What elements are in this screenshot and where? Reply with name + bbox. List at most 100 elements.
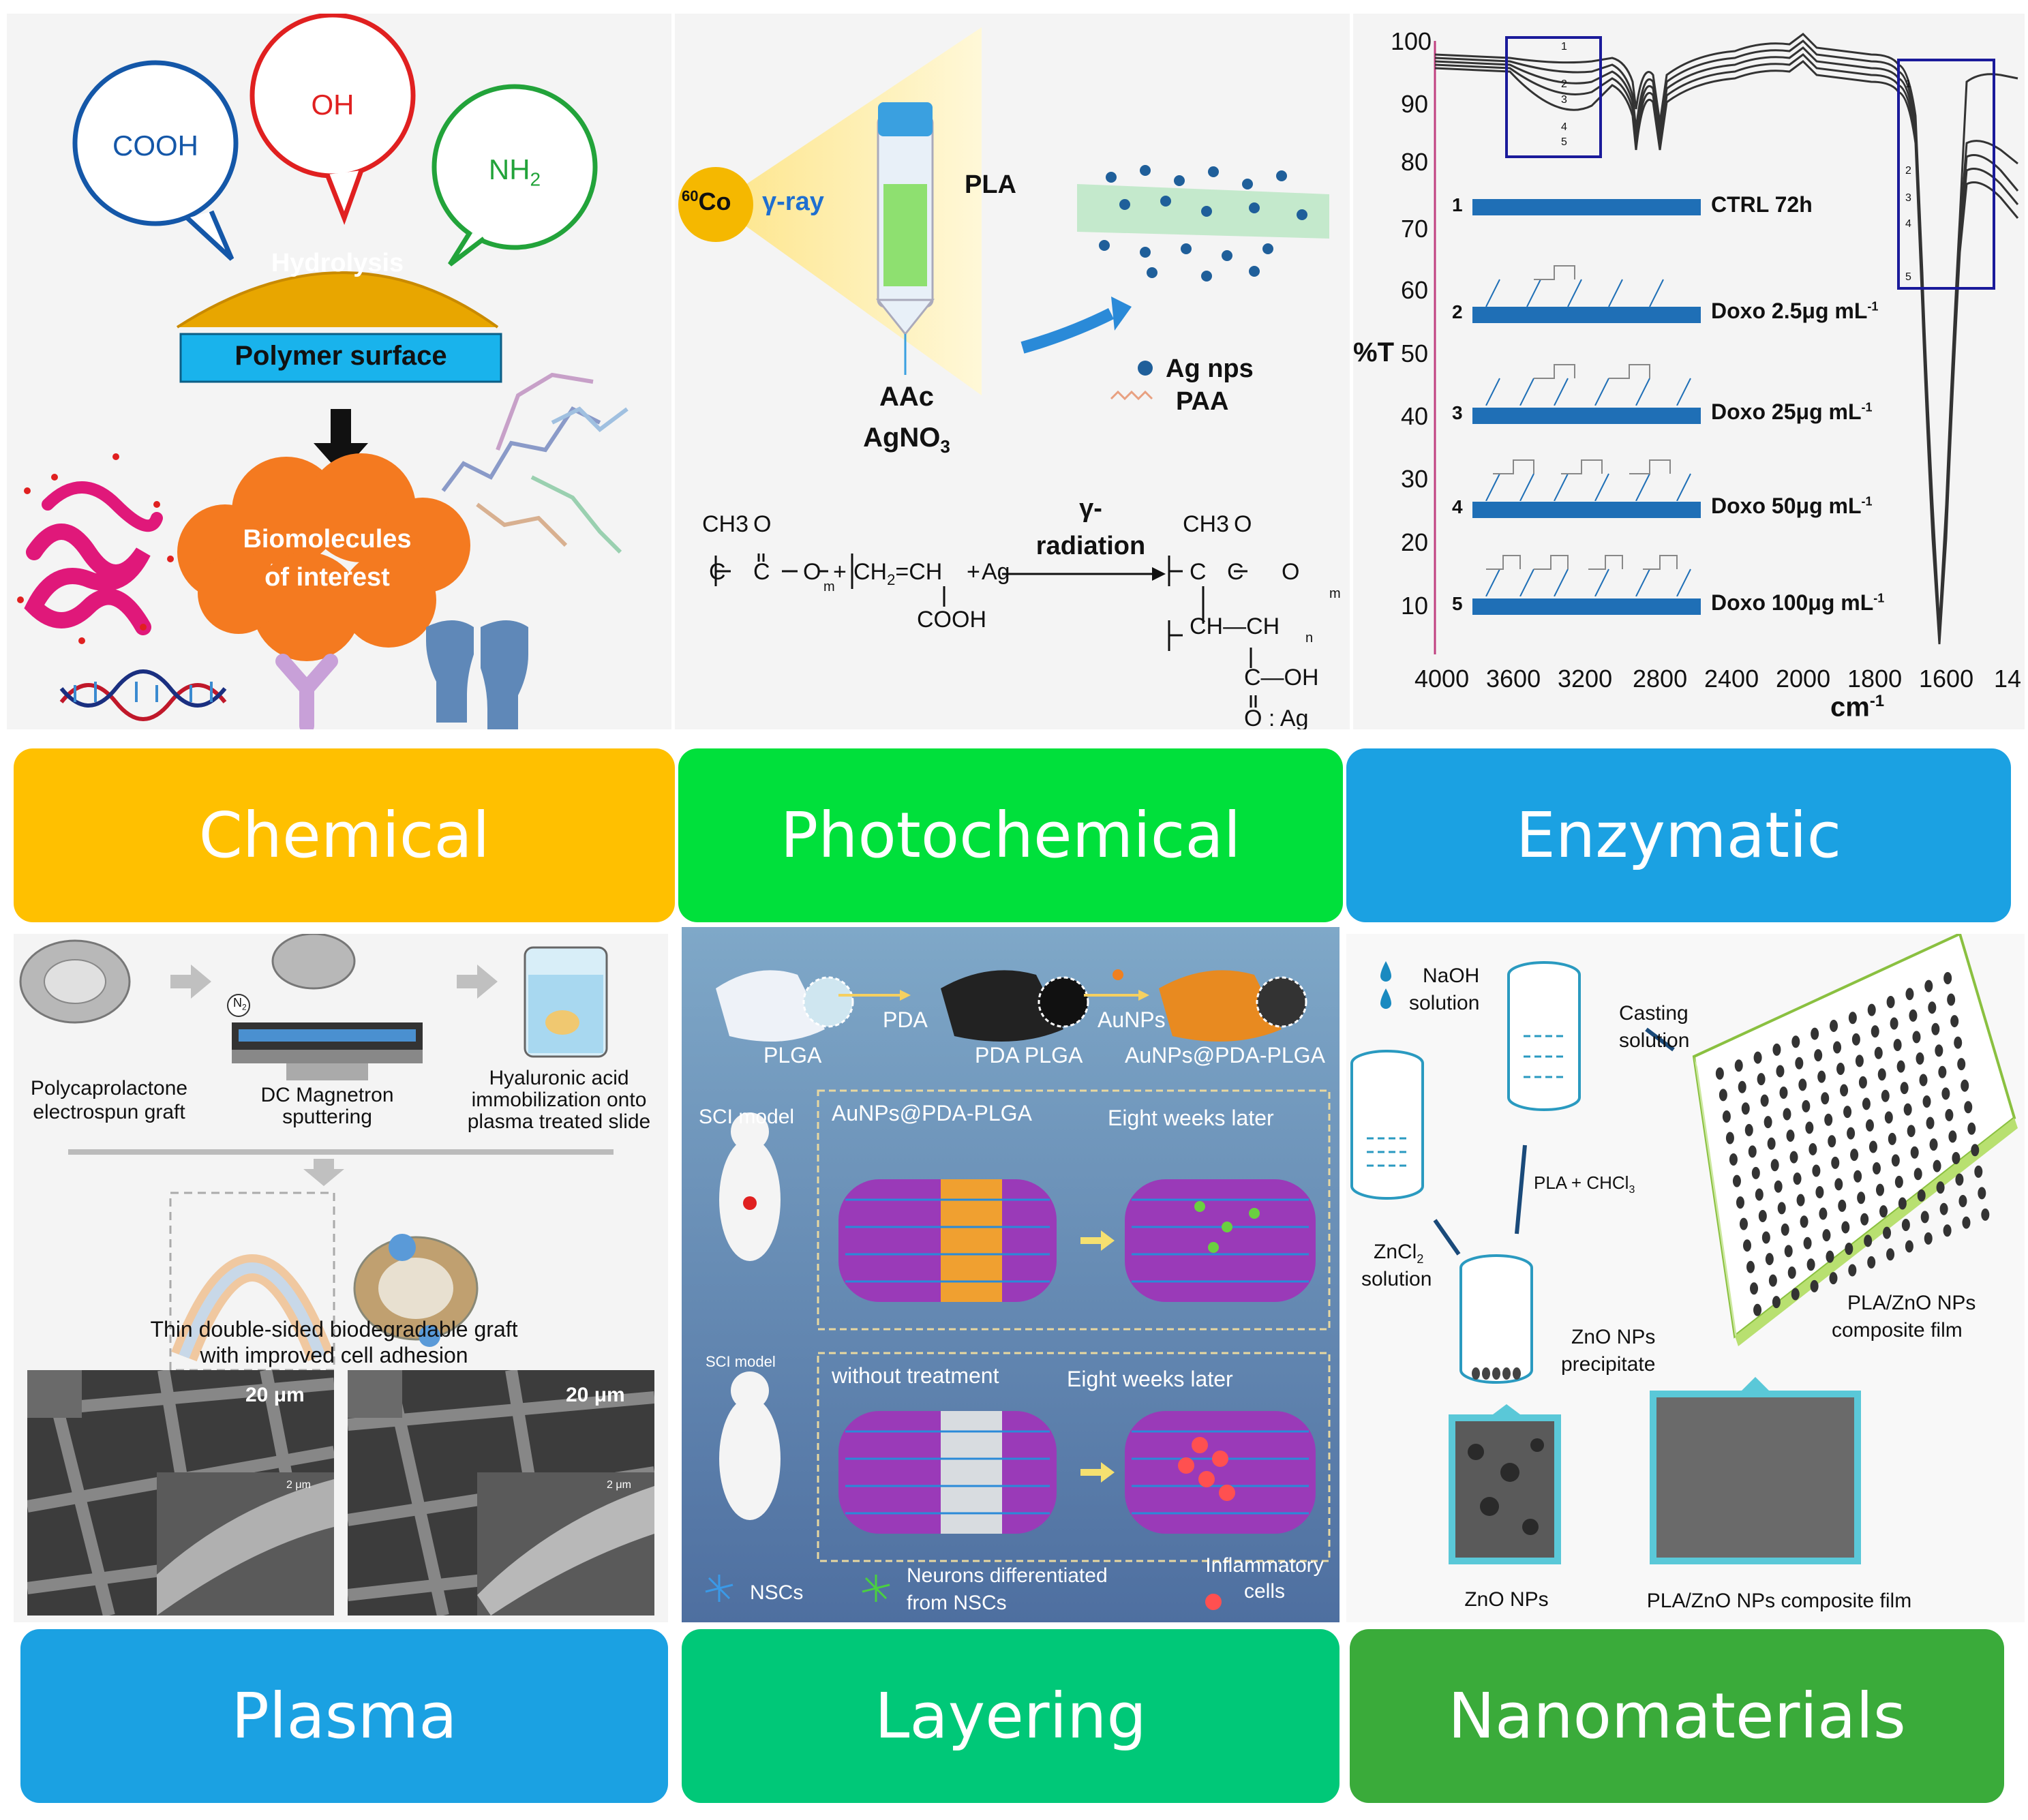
o-right: O (1234, 511, 1252, 537)
film-hole (1808, 1142, 1817, 1155)
film-hole (1961, 1079, 1969, 1092)
film-hole (1779, 1086, 1788, 1099)
sample-bar (1472, 408, 1701, 424)
film-hole (1938, 1065, 1947, 1078)
aunps-pda-plga-label: AuNPs@PDA-PLGA (1125, 1043, 1325, 1067)
film-hole (1831, 1156, 1840, 1169)
naoh-label-l2: solution (1409, 992, 1480, 1014)
y-tick: 70 (1401, 215, 1429, 243)
film-hole (1886, 1248, 1895, 1261)
plus-1: + (833, 559, 847, 585)
film-hole (1772, 1296, 1781, 1309)
film-hole (1798, 1078, 1807, 1091)
treated-frame (817, 1089, 1331, 1331)
reagent-agno3-label: AgNO3 (838, 423, 975, 457)
zncl2-beaker-icon (1350, 1050, 1424, 1200)
film-hole (1931, 1022, 1940, 1035)
ag-nps-legend-icon (1138, 361, 1153, 376)
pda-label: PDA (883, 1007, 928, 1032)
sample-number: 1 (1452, 194, 1463, 215)
sample-label-sup: -1 (1861, 494, 1873, 509)
treated-label: AuNPs@PDA-PLGA (832, 1101, 1032, 1125)
pda-plga-label: PDA PLGA (975, 1043, 1083, 1067)
film-hole (1784, 1245, 1793, 1258)
step-arrow-1 (170, 965, 211, 999)
neurons-legend-icon (862, 1575, 890, 1602)
film-hole (1867, 1003, 1876, 1016)
paa-legend-label: PAA (1176, 387, 1229, 416)
film-hole (1838, 1199, 1847, 1212)
film-hole (1905, 1240, 1913, 1253)
film-hole (1758, 1209, 1767, 1222)
film-hole (1917, 1189, 1926, 1202)
film-hole (1848, 1264, 1857, 1277)
film-hole (1924, 1232, 1933, 1245)
naoh-drop-icon (1380, 988, 1391, 1009)
flow-arrow (1645, 1027, 1675, 1052)
reagent-aac-label: AAc (879, 382, 935, 412)
monomer-label: CH2=CH (853, 559, 942, 589)
drug-molecules-icon (1485, 265, 1664, 307)
film-hole (1874, 1046, 1883, 1059)
film-hole (1833, 1041, 1842, 1054)
film-hole (1929, 1138, 1938, 1151)
ch3-right-sub: 3 (1216, 511, 1230, 537)
film-hole (1764, 1116, 1772, 1129)
film-hole (1791, 1288, 1800, 1301)
x-tick: 1800 (1847, 665, 1903, 693)
layering-tag: Layering (682, 1629, 1340, 1803)
film-hole (1875, 1183, 1884, 1196)
film-hole (1912, 1031, 1921, 1044)
c-left-2: C (753, 559, 770, 585)
film-hole (1715, 1067, 1724, 1080)
y-tick: 100 (1391, 27, 1432, 55)
film-hole (1933, 1159, 1941, 1172)
sem-image-left: 20 μm 2 μm (27, 1370, 334, 1616)
sample-label-text: Doxo 100μg mL (1711, 590, 1874, 615)
zno-caption: ZnO NPs (1464, 1588, 1549, 1611)
sem-image-right: 20 μm 2 μm (348, 1370, 654, 1616)
film-hole (1772, 1043, 1781, 1056)
film-hole (1894, 1175, 1903, 1188)
film-hole (1736, 1196, 1744, 1209)
film-hole (1748, 1145, 1757, 1158)
gamma-arrow-label-1: γ- (1079, 494, 1102, 523)
agno3-text: AgNO (863, 423, 941, 453)
pda-plga-film-icon (941, 970, 1063, 1042)
film-hole (1829, 1272, 1838, 1285)
zncl2-label: ZnCl2 (1374, 1241, 1423, 1267)
protein-structure-icon (17, 453, 174, 644)
film-hole (1864, 1234, 1873, 1247)
pla-chcl3-sub: 3 (1629, 1184, 1635, 1196)
ag-film-icon (1077, 165, 1329, 282)
film-hole (1819, 1207, 1828, 1220)
monomer-rest: =CH (895, 559, 943, 585)
c-right-2: C (1227, 559, 1244, 585)
plasma-tag: Plasma (20, 1629, 668, 1803)
film-hole (1955, 1173, 1964, 1186)
sputtering-device-icon (232, 934, 423, 1080)
film-hole (1900, 1082, 1909, 1095)
ch-ch-label: CH—CH (1190, 613, 1280, 639)
film-hole (1830, 1019, 1838, 1032)
ch3-left-sub: 3 (736, 511, 749, 537)
layering-illustration (705, 969, 1331, 1610)
later-label-2: Eight weeks later (1067, 1367, 1233, 1391)
zno-precip-label-l1: ZnO NPs (1571, 1326, 1656, 1348)
spinal-cord-treated-icon (838, 1179, 1057, 1302)
film-hole (1795, 1057, 1804, 1070)
box1-curve-label: 4 (1561, 121, 1567, 133)
film-hole (1817, 1070, 1826, 1083)
enzymatic-tag: Enzymatic (1346, 748, 2011, 922)
bubble-oh-label: OH (311, 89, 354, 121)
sample-label: Doxo 2.5μg mL-1 (1711, 299, 1878, 324)
monomer-ch: CH (853, 559, 888, 585)
x-tick: 2400 (1704, 665, 1759, 693)
coated-graft-icon (353, 1234, 479, 1347)
polymer-surface-label: Polymer surface (234, 341, 447, 371)
film-hole (1774, 1180, 1783, 1193)
plga-film-icon (716, 970, 825, 1042)
film-hole (1901, 1219, 1910, 1232)
drug-molecules-icon (1485, 555, 1691, 596)
film-hole (1907, 1125, 1916, 1138)
